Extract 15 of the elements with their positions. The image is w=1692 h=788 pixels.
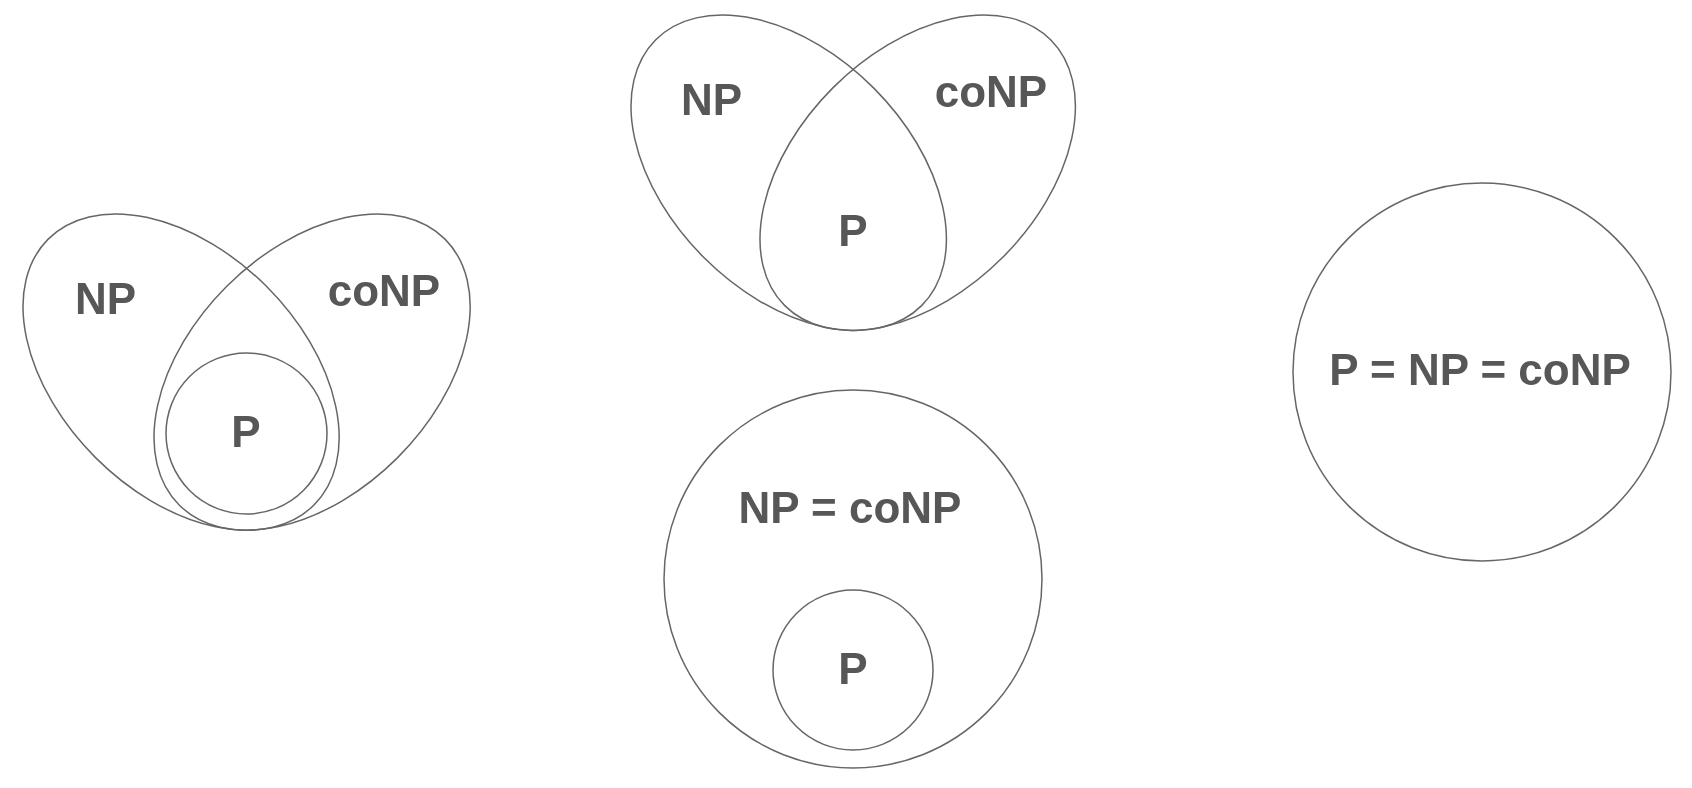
set-ellipse [758, 13, 1077, 332]
set-label: P [838, 209, 868, 253]
set-label: NP [74, 277, 137, 321]
set-label: NP = coNP [738, 486, 962, 530]
set-label: NP [680, 78, 743, 122]
set-label: coNP [934, 70, 1048, 114]
set-label: coNP [327, 269, 441, 313]
set-circle [663, 388, 1043, 769]
set-circle [165, 352, 328, 515]
set-label: P [231, 410, 261, 454]
set-circle [1291, 182, 1672, 562]
set-ellipse [153, 212, 472, 532]
set-label: P [838, 647, 868, 691]
set-circle [772, 588, 934, 751]
set-label: P = NP = coNP [1329, 348, 1631, 392]
